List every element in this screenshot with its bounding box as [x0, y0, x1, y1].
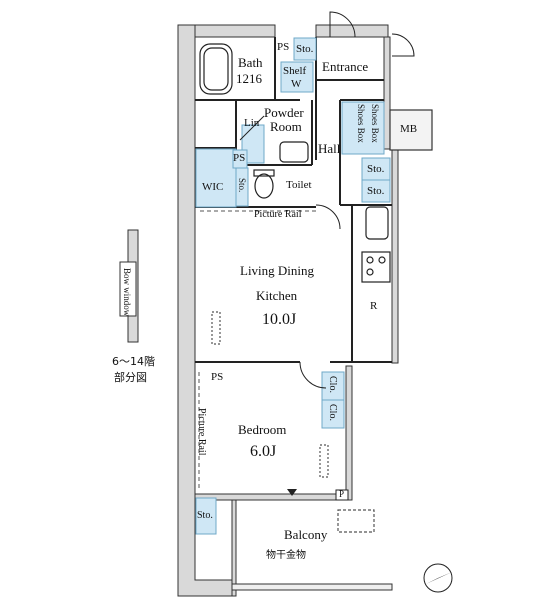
picture-rails: [198, 210, 316, 490]
entrance-door-icon: [329, 11, 356, 38]
drying-hardware-label: 物干金物: [266, 550, 306, 561]
ps-area: [232, 149, 248, 169]
p-label: P: [339, 489, 345, 499]
floors-label-2: 部分図: [114, 371, 147, 384]
burner-2-icon: [378, 256, 386, 264]
powder-room-label-1: Powder: [264, 105, 304, 120]
ldk-label-2: Kitchen: [256, 288, 298, 303]
sto-hall-area-2: [361, 179, 391, 203]
shelf-label: Shelf: [283, 65, 307, 77]
clo-area-2: [321, 399, 345, 429]
bow-window-label: Bow window: [122, 268, 132, 317]
wic-area: [195, 148, 237, 208]
burner-1-icon: [366, 256, 374, 264]
toilet-tank-icon: [253, 169, 275, 177]
balcony-left-wall: [231, 499, 237, 597]
wic-label: WIC: [202, 181, 224, 193]
sto-hall-label-2: Sto.: [367, 185, 385, 197]
bedroom-label: Bedroom: [238, 422, 287, 437]
toilet-icon: [254, 173, 274, 199]
balcony-unit-icon: [337, 509, 375, 533]
fixtures: [199, 43, 433, 533]
bathtub-inner-icon: [203, 47, 229, 91]
clo-label-2: Clo.: [327, 404, 338, 421]
lin-label: Lin: [244, 117, 260, 129]
floor-vent-2: [319, 444, 329, 478]
balcony-label: Balcony: [284, 527, 328, 542]
right-wall-lower: [345, 365, 353, 501]
right-wall-upper: [383, 36, 391, 150]
p-box: [335, 489, 349, 501]
bottom-wall-bedroom: [194, 493, 347, 501]
kitchen-sink-icon: [365, 206, 389, 240]
interior-walls: [195, 37, 392, 363]
sto-bedroom-label: Sto.: [197, 510, 213, 521]
ldk-size-label: 10.0J: [262, 311, 297, 328]
storage-areas: [195, 37, 391, 535]
bathtub-icon: [199, 43, 233, 95]
sto-top-label: Sto.: [296, 43, 314, 55]
powder-door-icon: [239, 115, 265, 141]
fridge-label: R: [370, 300, 378, 312]
ps-top-label: PS: [277, 41, 290, 53]
window-marker-icon: [287, 489, 297, 496]
sto-bedroom-area: [195, 497, 217, 535]
ps-wic-label: PS: [233, 152, 246, 164]
exterior-walls: [177, 24, 399, 597]
washbasin-icon: [279, 141, 309, 163]
bedroom-door-icon: [299, 361, 327, 389]
shelf-area: [280, 61, 314, 93]
top-wall-bath: [194, 24, 276, 38]
sto-wic-label: Sto.: [237, 178, 247, 193]
picture-rail-top-label: Picture Rail: [254, 209, 302, 220]
picture-rail-side-label: Picture Rail: [196, 408, 207, 456]
clo-label-1: Clo.: [327, 376, 338, 393]
north-compass-icon: [423, 563, 453, 593]
mb-label: MB: [400, 123, 418, 135]
shoes-box-right-label: Shoes Box: [370, 104, 380, 143]
sto-top-area: [293, 37, 317, 61]
ldk-label-1: Living Dining: [240, 263, 315, 278]
entrance-label: Entrance: [322, 59, 369, 74]
doors: [239, 11, 415, 389]
powder-room-label-2: Room: [270, 119, 302, 134]
top-wall-entrance: [315, 24, 389, 38]
hall-label: Hall: [318, 141, 341, 156]
shoes-box-area: [341, 101, 385, 155]
shoes-box-left-label: Shoes Box: [356, 104, 366, 143]
toilet-label: Toilet: [286, 179, 312, 191]
ps-bedroom-label: PS: [211, 371, 224, 383]
sto-hall-label-1: Sto.: [367, 163, 385, 175]
floor-vent-1: [211, 311, 221, 345]
right-wall-mid: [391, 148, 399, 364]
stove-icon: [361, 251, 391, 283]
bath-size-label: 1216: [236, 71, 262, 86]
burner-3-icon: [366, 268, 374, 276]
bath-label: Bath: [238, 55, 263, 70]
balcony-railing: [231, 583, 393, 591]
shoe-door-icon: [391, 33, 415, 57]
bow-window-inset: [119, 229, 139, 343]
floors-label-1: 6～14階: [112, 355, 155, 368]
mb-box: [389, 109, 433, 151]
shelf-w-label: W: [291, 78, 302, 90]
bedroom-size-label: 6.0J: [250, 443, 277, 460]
hall-door-icon: [315, 204, 341, 230]
